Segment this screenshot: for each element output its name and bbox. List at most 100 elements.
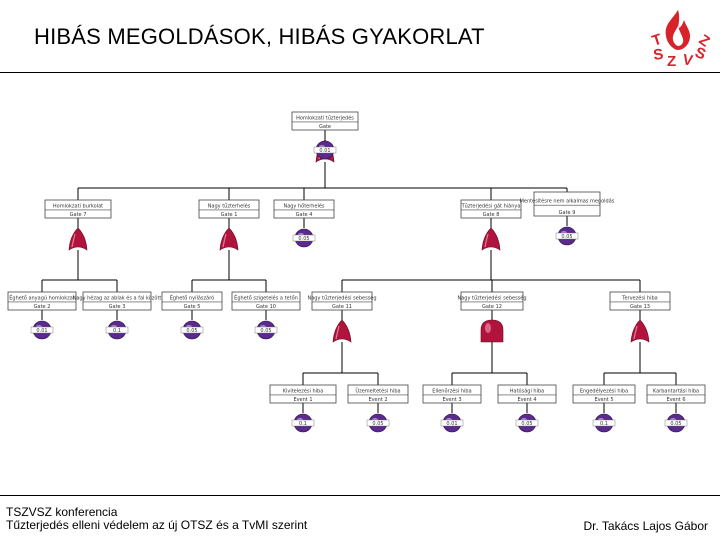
gate-highlight (335, 325, 340, 340)
svg-text:S: S (652, 46, 664, 64)
probability-value: 0.05 (670, 421, 681, 427)
event-title: Üzemeltetési hiba (355, 387, 400, 394)
event-title: Karbantartási hiba (653, 387, 699, 394)
footer-talk-title: Tűzterjedés elleni védelem az új OTSZ és… (6, 518, 308, 532)
event-title: Nagy hézag az ablak és a fal között (73, 294, 162, 301)
event-title: Hatósági hiba (510, 387, 544, 394)
probability-tag (515, 419, 539, 427)
event-title: Éghető szigetelés a tetőn (234, 293, 298, 301)
event-box (460, 199, 522, 219)
footer-conference: TSZVSZ konferencia Tűzterjedés elleni vé… (6, 506, 307, 532)
or-gate (68, 227, 88, 251)
probability-tag (664, 419, 688, 427)
event-box (460, 291, 524, 311)
probability-tag (440, 419, 464, 427)
probability-value: 0.05 (186, 328, 197, 334)
event-title: Nagy tűzterjedési sebesség (457, 294, 526, 301)
event-code: Event 2 (368, 397, 387, 403)
probability-value: 0.05 (561, 234, 572, 240)
event-code: Gate 12 (482, 304, 502, 310)
gate-highlight (484, 233, 489, 248)
event-code: Event 1 (293, 397, 312, 403)
event-code: Gate 5 (184, 304, 201, 310)
event-code: Gate 4 (296, 212, 313, 218)
event-code: Gate 11 (332, 304, 352, 310)
event-box (311, 291, 373, 311)
probability-value: 0.1 (600, 421, 608, 427)
event-title: Nagy hőterhelés (283, 202, 324, 209)
slide-title: HIBÁS MEGOLDÁSOK, HIBÁS GYAKORLAT (34, 24, 485, 49)
event-title: Tűzterjedési gát hiánya (461, 202, 521, 209)
event-box (82, 291, 152, 311)
probability-tag (292, 234, 316, 242)
event-box (422, 384, 482, 404)
probability-tag (555, 232, 579, 240)
event-box (7, 291, 77, 311)
svg-text:Z: Z (667, 53, 676, 68)
probability-value: 0.05 (521, 421, 532, 427)
event-code: Event 5 (594, 397, 613, 403)
probability-tag (313, 146, 337, 154)
footer-conference-name: TSZVSZ konferencia (6, 505, 118, 519)
svg-text:V: V (681, 51, 694, 68)
event-title: Nagy tűzterhelés (208, 202, 251, 209)
probability-tag (366, 419, 390, 427)
event-code: Gate (319, 124, 331, 130)
event-code: Gate 3 (109, 304, 126, 310)
event-box (497, 384, 557, 404)
or-gate (332, 319, 352, 343)
or-gate (481, 227, 501, 251)
footer-divider (0, 495, 720, 496)
probability-value: 0.1 (113, 328, 121, 334)
event-box (533, 191, 601, 217)
event-title: Éghető nyílászáró (170, 293, 214, 301)
event-title: Ellenőrzési hiba (432, 387, 471, 394)
event-title: Homlokzati tűzterjedés (296, 114, 354, 121)
event-box (609, 291, 671, 311)
probability-value: 0.05 (372, 421, 383, 427)
event-box (347, 384, 409, 404)
probability-value: 0.01 (446, 421, 457, 427)
gate-highlight (71, 233, 76, 248)
event-box (161, 291, 223, 311)
event-box (231, 291, 301, 311)
event-code: Gate 10 (256, 304, 276, 310)
probability-tag (105, 326, 129, 334)
event-title: Éghető anyagú homlokzat (9, 293, 75, 301)
header-divider (0, 72, 720, 73)
event-title: Nagy tűzterjedési sebesség (307, 294, 376, 301)
event-title: Homlokzati burkolat (53, 203, 103, 209)
event-title: Engedélyezési hiba (580, 387, 628, 394)
gate-highlight (222, 233, 227, 248)
event-box (291, 111, 359, 131)
event-code: Gate 8 (483, 212, 500, 218)
event-code: Gate 13 (630, 304, 650, 310)
event-box (646, 384, 706, 404)
event-title: Kivitelezési hiba (283, 387, 324, 394)
event-box (273, 199, 335, 219)
probability-value: 0.05 (298, 236, 309, 242)
event-title: Tervezési hiba (621, 294, 657, 301)
event-code: Gate 1 (221, 212, 238, 218)
probability-tag (180, 326, 204, 334)
or-gate (630, 319, 650, 343)
gate-highlight (633, 325, 638, 340)
event-box (572, 384, 636, 404)
and-gate (480, 319, 504, 343)
probability-value: 0.01 (319, 148, 330, 154)
event-code: Gate 7 (70, 212, 87, 218)
event-code: Event 6 (666, 397, 685, 403)
or-gate (219, 227, 239, 251)
event-box (198, 199, 260, 219)
probability-tag (30, 326, 54, 334)
event-code: Event 3 (442, 397, 461, 403)
probability-value: 0.1 (299, 421, 307, 427)
event-box (269, 384, 337, 404)
tszvsz-logo: T S Z V S Z (650, 10, 710, 68)
probability-value: 0.01 (36, 328, 47, 334)
gate-highlight (485, 323, 491, 333)
event-title: Mentesítésre nem alkalmas megoldás (520, 198, 615, 205)
event-code: Gate 2 (34, 304, 51, 310)
footer-author: Dr. Takács Lajos Gábor (583, 519, 708, 533)
